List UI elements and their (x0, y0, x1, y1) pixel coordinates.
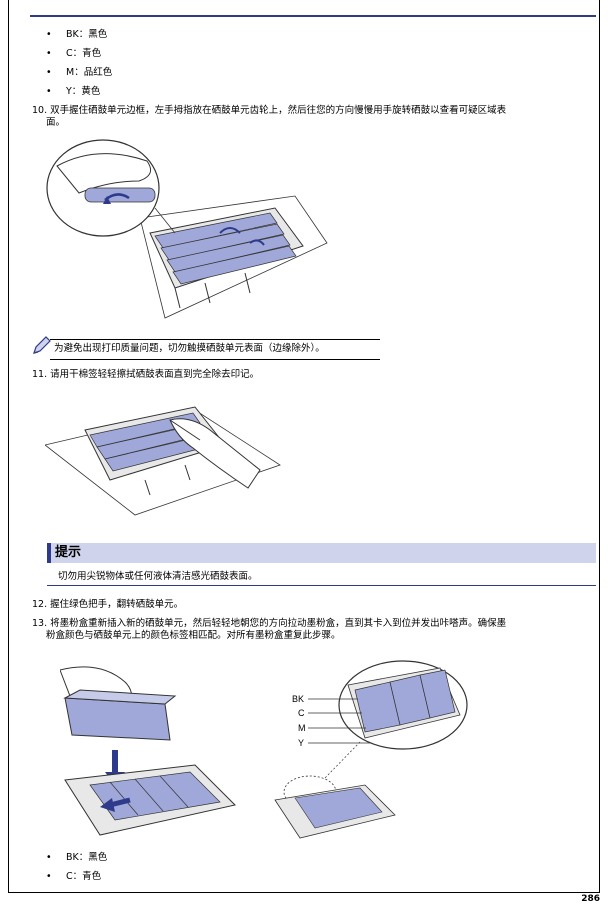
step-number: 10. (32, 105, 48, 116)
tip-accent (47, 543, 51, 563)
step-text: 双手握住硒鼓单元边框，左手拇指放在硒鼓单元齿轮上，然后往您的方向慢慢用手旋转硒鼓… (50, 105, 507, 116)
drum-closeup (347, 667, 461, 739)
drum-rotate-illustration (46, 139, 328, 319)
tip-text: 切勿用尖锐物体或任何液体清洁感光硒鼓表面。 (58, 571, 258, 582)
step-text-cont: 面。 (46, 116, 66, 128)
step-10: 10. 双手握住硒鼓单元边框，左手拇指放在硒鼓单元齿轮上，然后往您的方向慢慢用手… (32, 105, 594, 129)
drum-unit-illustration (64, 764, 236, 836)
label-y: Y (298, 738, 304, 748)
step-11: 11. 请用干棉签轻轻擦拭硒鼓表面直到完全除去印记。 (32, 369, 594, 381)
step-text-cont: 粉盒颜色与硒鼓单元上的颜色标签相匹配。对所有墨粉盒重复此步骤。 (46, 629, 341, 641)
top-rule (30, 15, 596, 17)
step-number: 11. (32, 369, 48, 380)
page-number: 286 (581, 894, 600, 904)
label-m: M (298, 723, 306, 733)
pencil-icon (33, 336, 51, 354)
note-text: 为避免出现打印质量问题，切勿触摸硒鼓单元表面（边缘除外）。 (54, 343, 325, 354)
step-text: 将墨粉盒重新插入新的硒鼓单元，然后轻轻地朝您的方向拉动墨粉盒，直到其卡入到位并发… (50, 618, 507, 629)
toner-cartridge-illustration (63, 689, 177, 741)
step-12: 12. 握住绿色把手，翻转硒鼓单元。 (32, 599, 594, 611)
step-text: 握住绿色把手，翻转硒鼓单元。 (50, 599, 184, 610)
drum-cleaning-illustration (45, 406, 281, 516)
toner-insert-illustration (60, 666, 236, 836)
step-number: 13. (32, 618, 48, 629)
note-box: 为避免出现打印质量问题，切勿触摸硒鼓单元表面（边缘除外）。 (30, 333, 380, 360)
hand-illustration (169, 418, 261, 489)
tip-rule (47, 585, 596, 586)
tip-header (47, 543, 596, 563)
step-text: 请用干棉签轻轻擦拭硒鼓表面直到完全除去印记。 (50, 369, 260, 380)
bottom-rule (8, 892, 599, 893)
color-label-illustration: BK C M Y (274, 660, 468, 839)
hand-illustration (56, 153, 156, 204)
tip-title: 提示 (55, 545, 82, 560)
step-number: 12. (32, 599, 48, 610)
label-c: C (298, 708, 305, 718)
step-13: 13. 将墨粉盒重新插入新的硒鼓单元，然后轻轻地朝您的方向拉动墨粉盒，直到其卡入… (32, 618, 594, 642)
page-frame (8, 0, 600, 893)
label-bk: BK (292, 694, 304, 704)
drum-unit-illustration (149, 207, 304, 309)
